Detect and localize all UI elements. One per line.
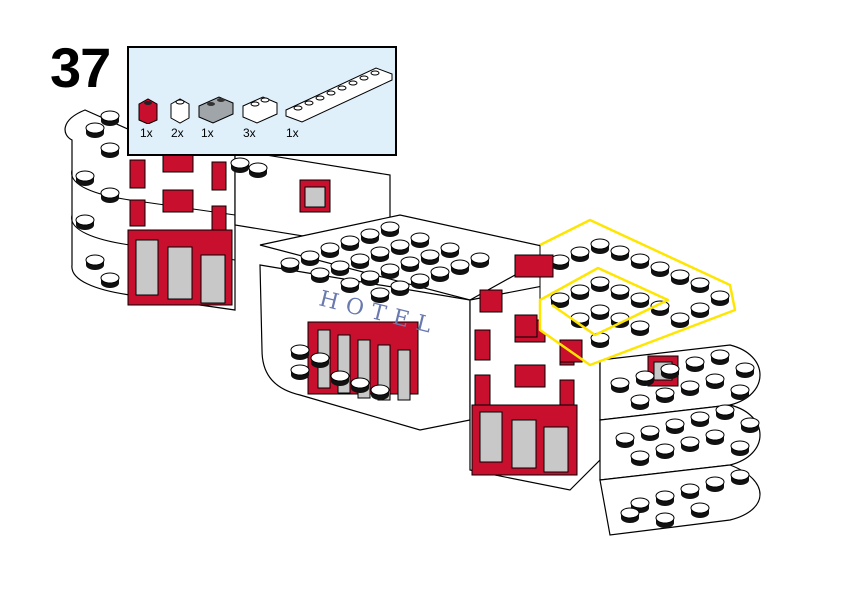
part-qty: 1x [286, 126, 299, 140]
part-qty: 1x [140, 126, 153, 140]
step-number: 37 [50, 36, 111, 99]
parts-callout: 1x 2x 1x 3x 1x [127, 46, 397, 156]
center-block: HOTEL [259, 214, 562, 431]
white-1x8-plate-icon [285, 67, 393, 123]
red-1x1-bracket-icon [138, 98, 158, 124]
highlighted-new-section [479, 218, 737, 367]
white-1x1-brick-icon [170, 98, 190, 124]
part-qty: 2x [171, 126, 184, 140]
part-qty: 3x [243, 126, 256, 140]
grey-1x2-brick-icon [198, 96, 234, 124]
white-1x2-brick-icon [242, 96, 278, 124]
part-qty: 1x [201, 126, 214, 140]
